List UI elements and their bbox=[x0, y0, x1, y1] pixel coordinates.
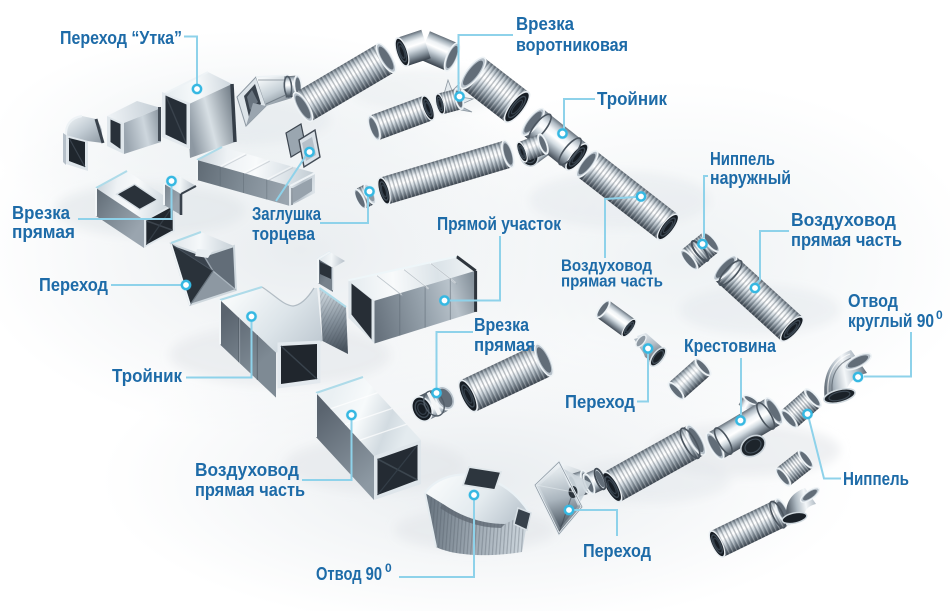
svg-text:Переход “Утка”: Переход “Утка” bbox=[60, 28, 182, 48]
svg-text:торцева: торцева bbox=[252, 224, 316, 244]
svg-text:Воздуховод: Воздуховод bbox=[791, 210, 897, 230]
svg-text:Отвод: Отвод bbox=[848, 291, 899, 311]
svg-text:Врезка: Врезка bbox=[516, 14, 575, 34]
svg-text:Врезка: Врезка bbox=[474, 315, 530, 335]
svg-text:прямая: прямая bbox=[474, 335, 535, 355]
svg-text:прямая часть: прямая часть bbox=[791, 230, 902, 250]
svg-text:прямая: прямая bbox=[12, 222, 75, 242]
svg-text:воротниковая: воротниковая bbox=[516, 35, 628, 55]
svg-text:Ниппель: Ниппель bbox=[843, 469, 909, 489]
svg-text:наружный: наружный bbox=[710, 168, 791, 188]
svg-text:0: 0 bbox=[936, 308, 943, 322]
svg-text:прямая часть: прямая часть bbox=[561, 273, 663, 291]
svg-text:Заглушка: Заглушка bbox=[252, 204, 322, 224]
svg-text:Переход: Переход bbox=[39, 275, 109, 295]
svg-text:Воздуховод: Воздуховод bbox=[561, 257, 652, 275]
svg-text:Крестовина: Крестовина bbox=[684, 336, 777, 356]
svg-text:Врезка: Врезка bbox=[12, 203, 71, 223]
svg-text:Прямой участок: Прямой участок bbox=[437, 214, 562, 234]
svg-text:Переход: Переход bbox=[583, 541, 652, 561]
svg-text:Ниппель: Ниппель bbox=[710, 149, 775, 169]
svg-text:Тройник: Тройник bbox=[112, 366, 183, 386]
svg-text:Отвод 90: Отвод 90 bbox=[316, 564, 382, 584]
svg-text:0: 0 bbox=[385, 561, 392, 575]
svg-text:Воздуховод: Воздуховод bbox=[195, 460, 300, 480]
svg-text:прямая часть: прямая часть bbox=[195, 480, 305, 500]
svg-text:круглый 90: круглый 90 bbox=[848, 311, 934, 331]
svg-text:Переход: Переход bbox=[565, 392, 636, 412]
svg-text:Тройник: Тройник bbox=[597, 89, 668, 109]
